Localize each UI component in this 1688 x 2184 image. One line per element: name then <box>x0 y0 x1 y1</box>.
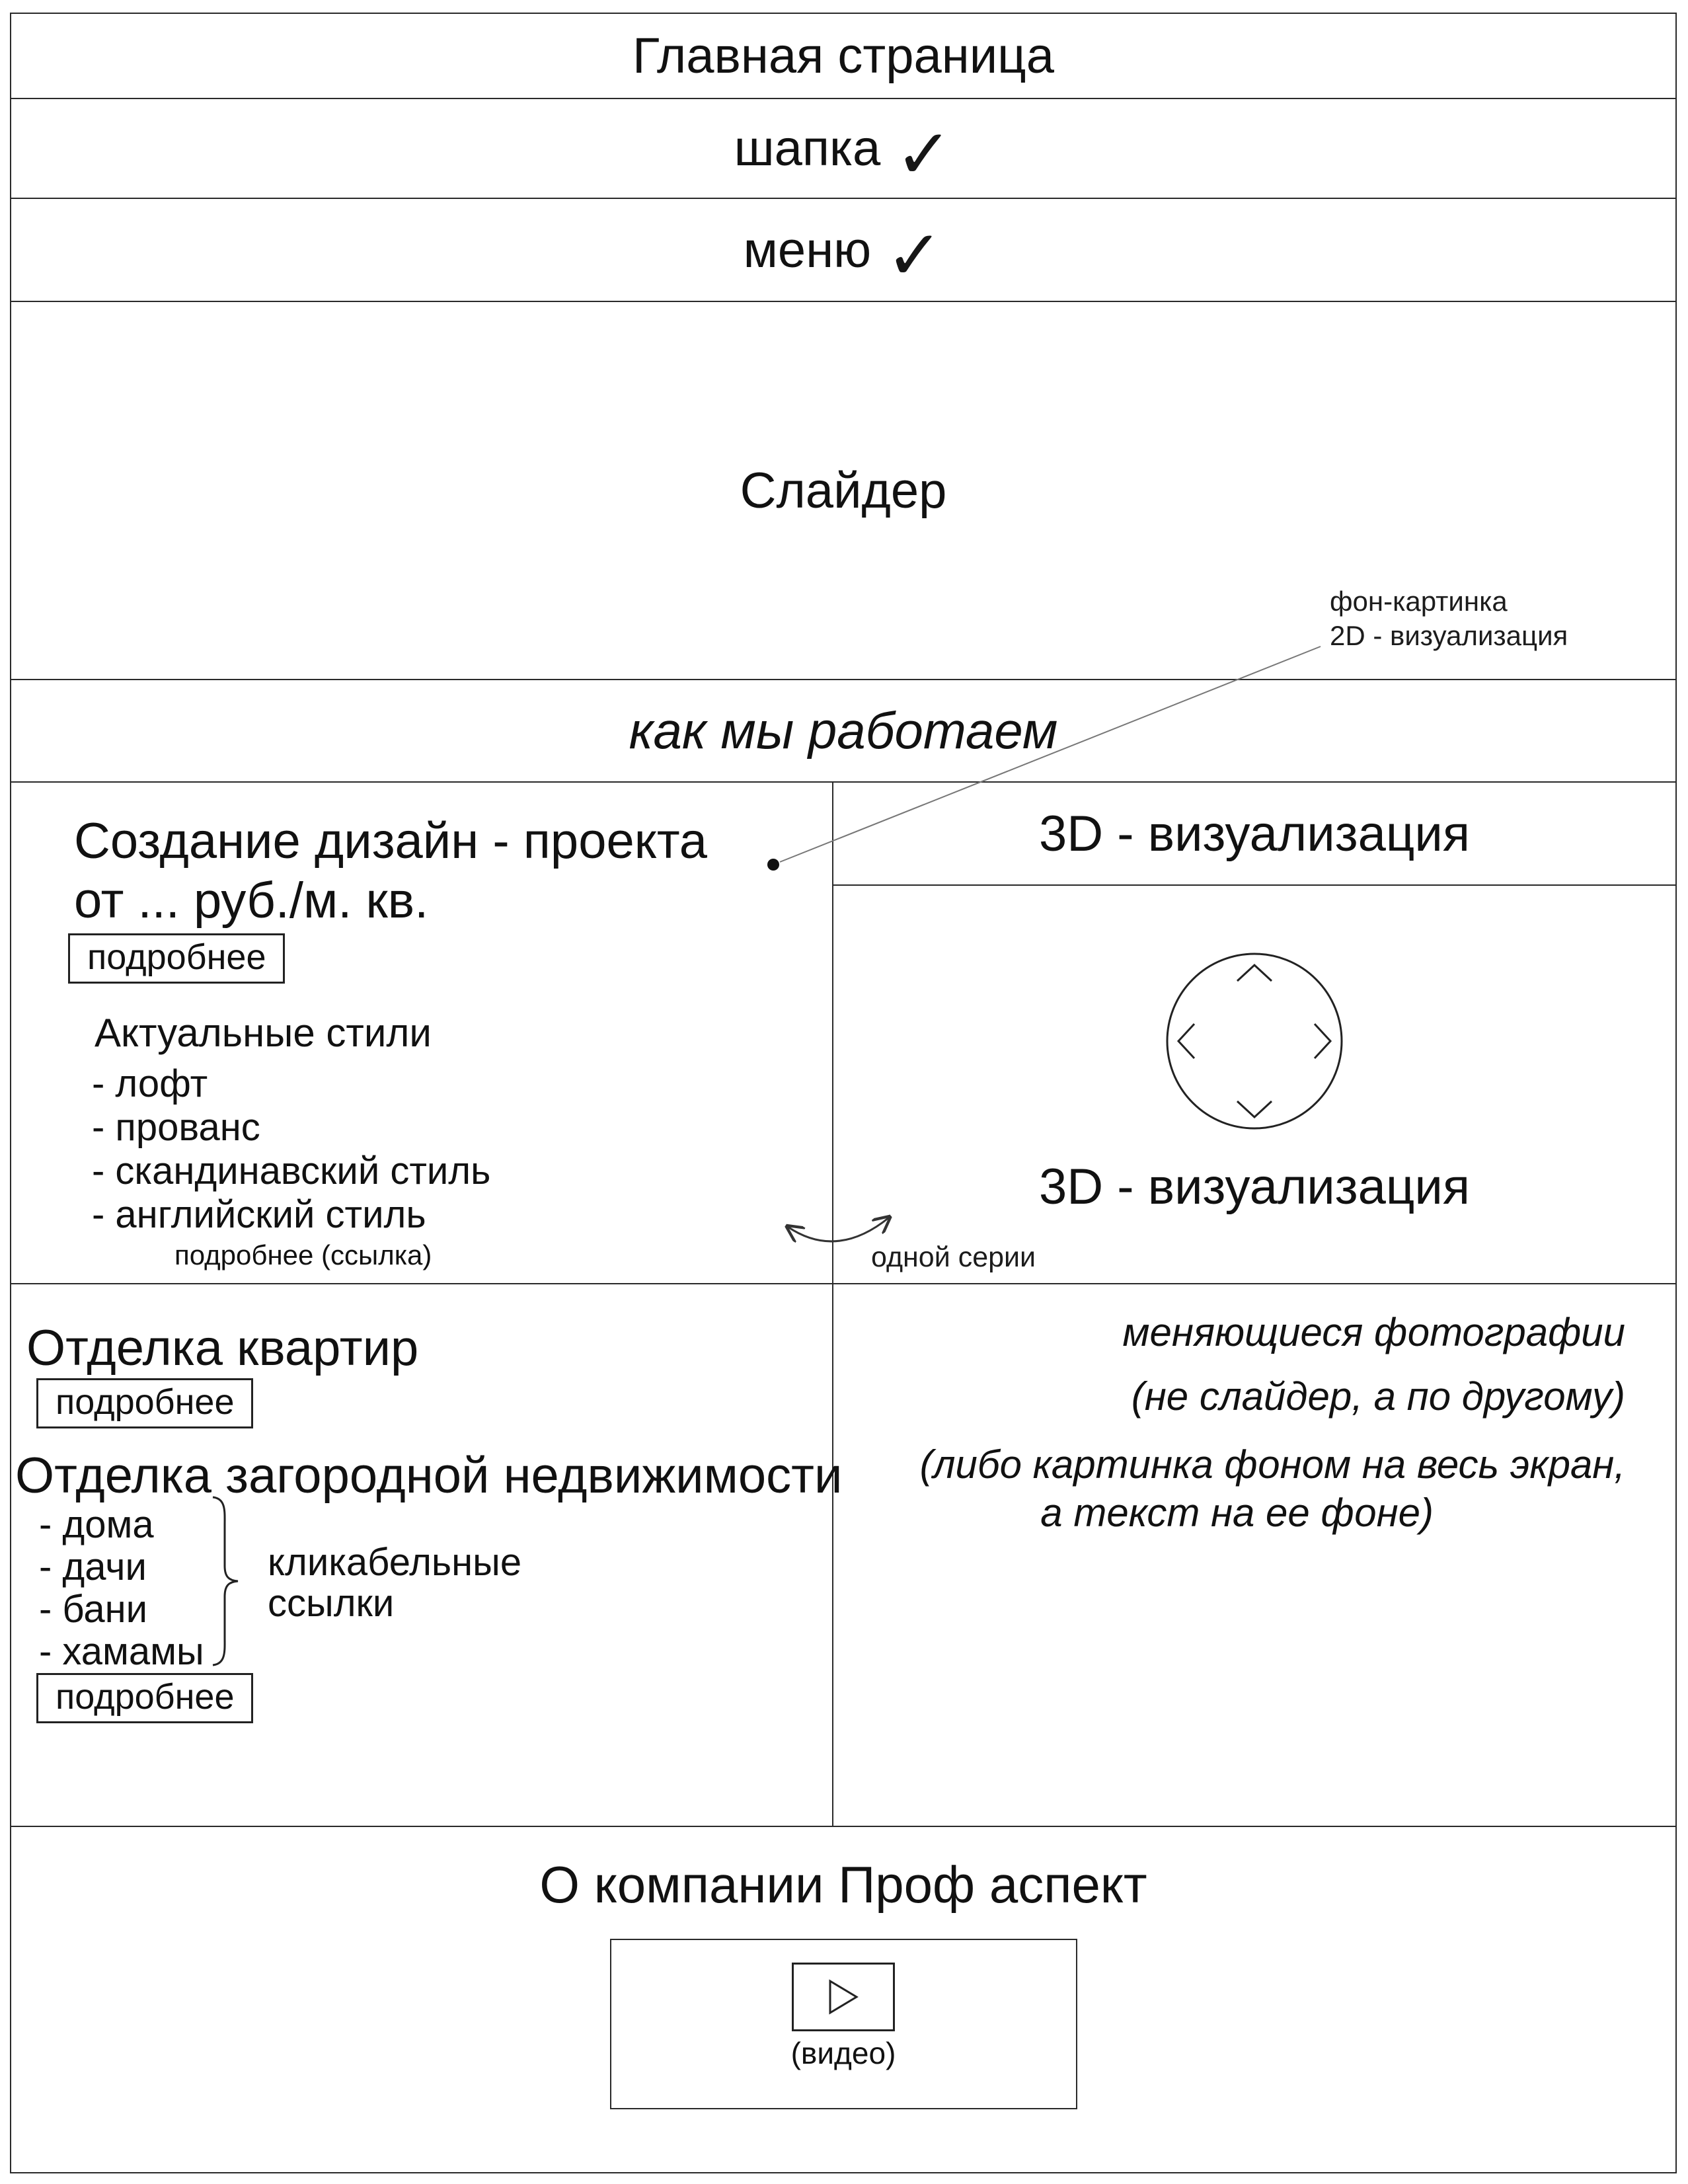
layout-frame: Главная страница шапка ✓ меню ✓ Слайдер … <box>10 13 1677 2173</box>
play-icon <box>829 1979 859 2015</box>
slider-label: Слайдер <box>740 462 947 519</box>
check-icon: ✓ <box>886 217 944 294</box>
header-label: шапка <box>734 120 881 176</box>
pad-right-chevron-icon[interactable] <box>1313 1023 1332 1060</box>
pad-circle <box>1166 953 1343 1130</box>
pad-up-chevron-icon[interactable] <box>1236 963 1273 982</box>
brace-icon <box>212 1496 239 1666</box>
design-heading-line2: от ... руб./м. кв. <box>74 873 429 929</box>
styles-title: Актуальные стили <box>95 1011 432 1055</box>
menu-row: меню ✓ <box>11 199 1675 302</box>
link-item-dachas[interactable]: - дачи <box>39 1545 147 1588</box>
link-item-hammams[interactable]: - хамамы <box>39 1630 204 1673</box>
play-button[interactable] <box>792 1963 895 2031</box>
design-project-heading: Создание дизайн - проекта от ... руб./м.… <box>74 812 832 931</box>
series-annotation: одной серии <box>871 1241 1036 1273</box>
photos-note-line3: (либо картинка фоном на весь экран, <box>919 1442 1625 1487</box>
design-details-button[interactable]: подробнее <box>68 933 286 984</box>
design-details-link[interactable]: подробнее (ссылка) <box>174 1239 432 1270</box>
about-company-section: О компании Проф аспект (видео) <box>11 1827 1675 2172</box>
photos-note-line2: (не слайдер, а по другому) <box>1131 1374 1625 1419</box>
country-heading: Отделка загородной недвижимости <box>15 1448 843 1504</box>
design-viz-section: Создание дизайн - проекта от ... руб./м.… <box>11 783 1675 1284</box>
viz-subheading: 3D - визуализация <box>1039 1159 1470 1215</box>
pad-left-chevron-icon[interactable] <box>1176 1023 1196 1060</box>
menu-label: меню <box>743 221 872 278</box>
style-item-english: - английский стиль <box>92 1193 426 1236</box>
style-item-provence: - прованс <box>92 1106 260 1149</box>
style-item-loft: - лофт <box>92 1062 208 1105</box>
photos-note-cell: меняющиеся фотографии (не слайдер, а по … <box>833 1284 1675 1826</box>
photos-note-line4: а текст на ее фоне) <box>1040 1491 1434 1535</box>
about-heading: О компании Проф аспект <box>539 1855 1147 1914</box>
finishing-photos-section: Отделка квартир подробнее Отделка загоро… <box>11 1284 1675 1827</box>
styles-list: - лофт - прованс - скандинавский стиль -… <box>92 1062 832 1237</box>
link-item-houses[interactable]: - дома <box>39 1503 154 1546</box>
style-item-scandinavian: - скандинавский стиль <box>92 1150 491 1192</box>
apartments-details-button[interactable]: подробнее <box>36 1378 254 1428</box>
header-row: шапка ✓ <box>11 99 1675 199</box>
check-icon: ✓ <box>895 116 953 193</box>
viz-heading: 3D - визуализация <box>833 783 1675 886</box>
how-we-work-row: как мы работаем <box>11 680 1675 783</box>
viz-cell: 3D - визуализация 3D - визуализация <box>833 783 1675 1283</box>
finishing-cell: Отделка квартир подробнее Отделка загоро… <box>11 1284 842 1826</box>
country-details-button[interactable]: подробнее <box>36 1673 254 1723</box>
slider-annotation-line2: 2D - визуализация <box>1330 620 1568 651</box>
page-title-row: Главная страница <box>11 14 1675 99</box>
clickable-links-note-line2: ссылки <box>268 1582 395 1625</box>
design-project-cell: Создание дизайн - проекта от ... руб./м.… <box>11 783 833 1283</box>
how-we-work-label: как мы работаем <box>629 701 1058 760</box>
country-links-list: - дома - дачи - бани - хамамы <box>39 1504 204 1673</box>
viz-body: 3D - визуализация <box>833 886 1675 1216</box>
page-title: Главная страница <box>633 28 1054 84</box>
slider-annotation: фон-картинка 2D - визуализация <box>1330 584 1568 653</box>
link-item-baths[interactable]: - бани <box>39 1588 148 1631</box>
apartments-heading: Отделка квартир <box>26 1320 419 1376</box>
design-heading-line1: Создание дизайн - проекта <box>74 813 708 869</box>
video-placeholder: (видео) <box>609 1939 1077 2109</box>
pad-down-chevron-icon[interactable] <box>1236 1100 1273 1119</box>
clickable-links-note-line1: кликабельные <box>268 1541 522 1584</box>
slider-annotation-line1: фон-картинка <box>1330 586 1508 617</box>
video-label: (видео) <box>790 2036 896 2070</box>
3d-viewer-pad[interactable] <box>1160 947 1349 1136</box>
clickable-links-note: кликабельные ссылки <box>268 1542 521 1624</box>
photos-note-line1: меняющиеся фотографии <box>1122 1310 1625 1354</box>
